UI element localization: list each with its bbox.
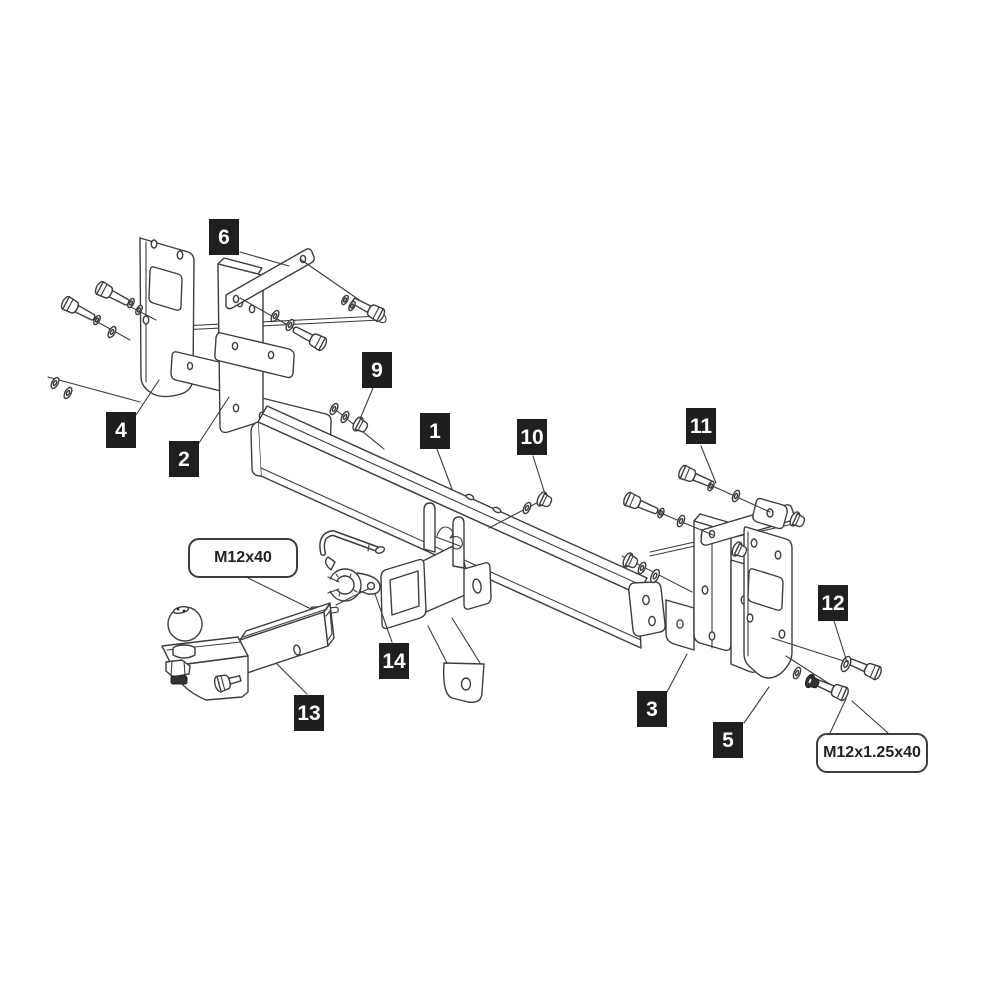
- callout-11: 11: [686, 408, 716, 444]
- bolt: [678, 464, 714, 488]
- top-strap-right: [700, 497, 795, 546]
- bolt: [846, 657, 882, 681]
- callout-10-number: 10: [520, 425, 544, 449]
- callout-13: 13: [294, 695, 324, 731]
- flange-nuts: [352, 416, 820, 689]
- callout-1: 1: [420, 413, 450, 449]
- callout-1-number: 1: [429, 419, 441, 443]
- bolt: [350, 297, 386, 323]
- callout-6: 6: [209, 219, 239, 255]
- callout-5-number: 5: [722, 728, 734, 752]
- callout-13-number: 13: [297, 701, 321, 725]
- bolt: [623, 491, 659, 515]
- callout-14: 14: [379, 643, 409, 679]
- crossbar-beam: [250, 405, 648, 649]
- callout-12-number: 12: [821, 591, 845, 615]
- dimension-label-m12x40: M12x40: [188, 538, 298, 578]
- callout-2-number: 2: [178, 447, 190, 471]
- callout-11-number: 11: [689, 414, 713, 438]
- dimension-label-m12x40-text: M12x40: [214, 549, 272, 566]
- washers: [50, 294, 852, 680]
- callout-2: 2: [169, 441, 199, 477]
- callout-4-number: 4: [115, 418, 127, 442]
- bolt: [94, 280, 130, 306]
- ball-mount: [161, 602, 335, 701]
- dimension-label-m12x1-25x40: M12x1.25x40: [816, 733, 928, 773]
- callout-5: 5: [713, 722, 743, 758]
- bolt: [60, 295, 96, 321]
- callout-3-number: 3: [646, 697, 658, 721]
- clamp-ring: [324, 556, 381, 602]
- callout-9-number: 9: [371, 358, 383, 382]
- callout-12: 12: [818, 585, 848, 621]
- callout-3: 3: [637, 691, 667, 727]
- hitch-pin: [319, 529, 386, 556]
- callout-10: 10: [517, 419, 547, 455]
- vehicle-side-plate-right: [743, 526, 793, 679]
- callout-6-number: 6: [218, 225, 230, 249]
- callout-14-number: 14: [382, 649, 406, 673]
- beam-end-plate: [628, 581, 666, 637]
- top-strap-left: [225, 248, 315, 310]
- dimension-label-m12x1-25x40-text: M12x1.25x40: [823, 744, 921, 761]
- leader-lines: [135, 251, 889, 734]
- bolt: [292, 326, 328, 352]
- callout-9: 9: [362, 352, 392, 388]
- receiver-tube: [380, 502, 492, 703]
- callout-4: 4: [106, 412, 136, 448]
